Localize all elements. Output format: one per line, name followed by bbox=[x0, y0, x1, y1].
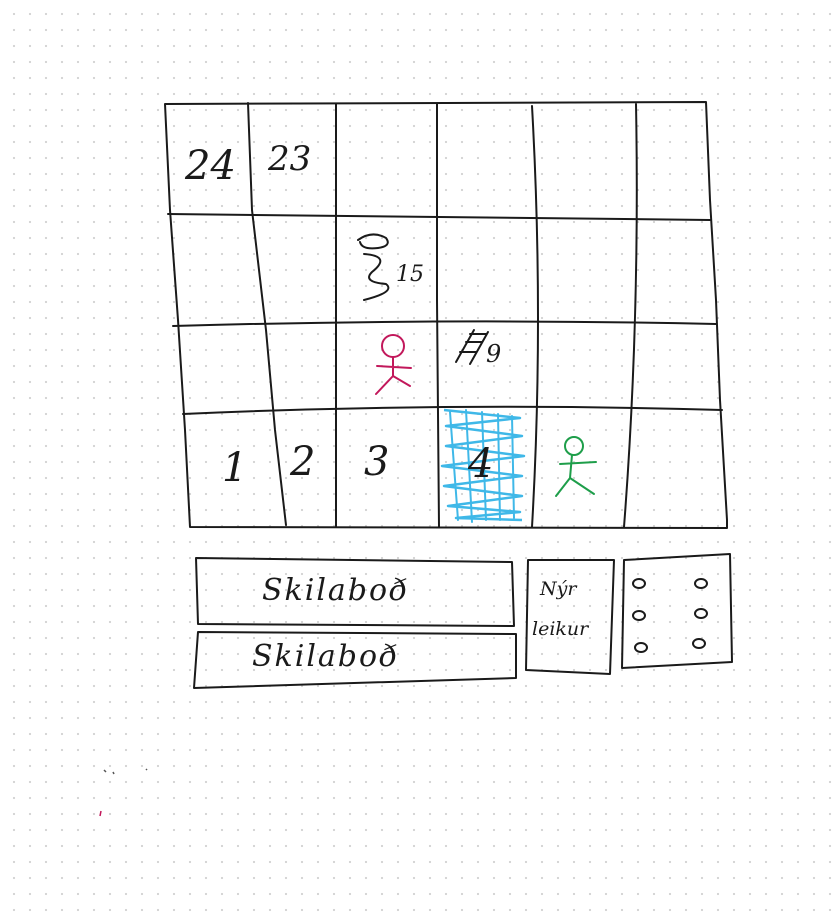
message-button-1-label: Skilaboð bbox=[262, 573, 410, 608]
dice-pip-icon bbox=[694, 578, 708, 589]
new-game-label-line1: Nýr bbox=[540, 578, 577, 600]
stray-marks bbox=[99, 768, 148, 817]
message-button-1[interactable]: Skilaboð bbox=[198, 560, 512, 624]
message-box-1-outline bbox=[195, 557, 515, 627]
square-3-label: 3 bbox=[364, 439, 390, 485]
player-1-token-icon bbox=[375, 334, 412, 395]
square-4-label: 4 bbox=[468, 441, 494, 487]
player-2-token-icon bbox=[555, 436, 597, 497]
row-divider-2 bbox=[172, 320, 717, 327]
col-divider-3 bbox=[436, 103, 440, 528]
row-divider-1 bbox=[167, 213, 711, 221]
dice-pip-icon bbox=[692, 638, 706, 649]
col-divider-1 bbox=[247, 102, 287, 526]
new-game-label-line2: leikur bbox=[532, 618, 589, 640]
dice-pip-icon bbox=[634, 642, 648, 653]
row-divider-3 bbox=[182, 405, 723, 415]
snake-tail-label: 15 bbox=[396, 262, 424, 287]
square-2-label: 2 bbox=[290, 439, 316, 485]
message-box-2-outline bbox=[193, 631, 517, 689]
dice-panel-outline bbox=[621, 553, 733, 669]
square-23-label: 23 bbox=[268, 139, 312, 179]
board-frame bbox=[164, 101, 728, 529]
message-button-2-label: Skilaboð bbox=[252, 639, 400, 674]
dice-pip-icon bbox=[632, 610, 646, 621]
current-square-highlight bbox=[440, 408, 526, 523]
new-game-button[interactable]: Nýr leikur bbox=[528, 562, 612, 670]
col-divider-4 bbox=[531, 105, 539, 528]
ladder-target-label: 9 bbox=[486, 340, 502, 368]
square-24-label: 24 bbox=[185, 143, 236, 189]
message-button-2[interactable]: Skilaboð bbox=[198, 634, 514, 684]
dice-pip-icon bbox=[694, 608, 708, 619]
snake-icon bbox=[357, 233, 390, 301]
dice-panel[interactable] bbox=[624, 558, 730, 664]
square-1-label: 1 bbox=[222, 445, 248, 491]
dice-pip-icon bbox=[632, 578, 646, 589]
ladder-icon bbox=[455, 329, 489, 365]
col-divider-5 bbox=[623, 103, 638, 528]
new-game-box-outline bbox=[525, 559, 615, 675]
